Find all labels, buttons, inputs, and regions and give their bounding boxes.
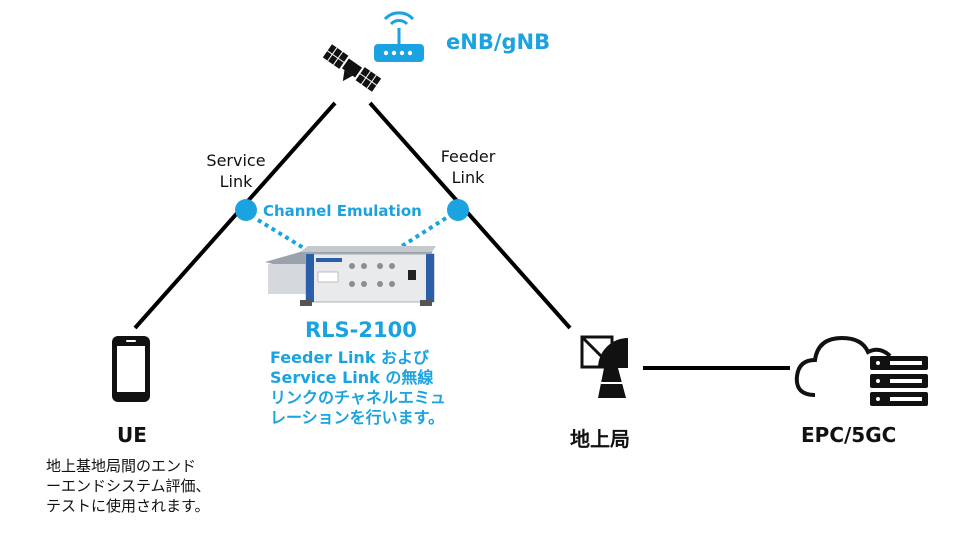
device-description: Feeder Link および Service Link の無線 リンクのチャネ…	[270, 348, 446, 427]
ground-station-label: 地上局	[570, 427, 630, 451]
ue-description: 地上基地局間のエンド ーエンドシステム評価、 テストに使用されます。	[46, 457, 211, 515]
service-link-line	[133, 101, 337, 330]
device-name: RLS-2100	[305, 318, 417, 342]
smartphone-icon	[112, 336, 150, 402]
feeder-link-line	[368, 101, 572, 330]
core-network-label: EPC/5GC	[801, 423, 897, 447]
channel-emulation-label: Channel Emulation	[263, 202, 422, 220]
wifi-router-icon	[374, 11, 424, 62]
ue-label: UE	[117, 423, 147, 447]
satellite-icon	[322, 44, 382, 92]
feeder-link-label: Feeder Link	[440, 147, 496, 187]
satellite-dish-icon	[580, 335, 628, 398]
satellite-label: eNB/gNB	[446, 30, 551, 54]
service-link-label: Service Link	[206, 151, 266, 191]
rls-2100-device	[265, 246, 436, 306]
feeder-link-node	[447, 199, 469, 221]
emulation-dotted-left	[256, 218, 317, 257]
service-link-node	[235, 199, 257, 221]
cloud-server-icon	[794, 335, 928, 406]
